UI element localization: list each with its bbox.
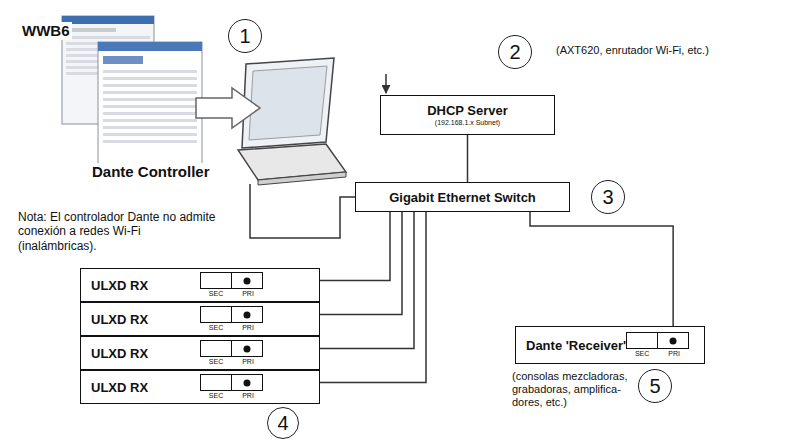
software-screenshot <box>98 42 202 170</box>
label-anchor: Nota: El controlador Dante no admite con… <box>18 210 218 253</box>
port-group: SECPRI <box>200 340 264 366</box>
callout-number: 4 <box>277 413 288 433</box>
port-label: SEC <box>200 358 232 366</box>
network-cable <box>320 212 414 349</box>
callout-circle: 3 <box>591 180 625 214</box>
network-port <box>231 306 263 323</box>
port-label: PRI <box>232 392 264 400</box>
annotation-text: (AXT620, enrutador Wi-Fi, etc.) <box>556 44 709 57</box>
software-name: Dante Controller <box>90 163 212 181</box>
dante-device-box: Dante 'Receiver'SECPRI <box>515 326 705 364</box>
network-port <box>200 374 232 391</box>
network-cable <box>530 212 673 326</box>
network-port <box>200 306 232 323</box>
port-label: SEC <box>200 290 232 298</box>
note-text: Nota: El controlador Dante no admite con… <box>18 210 218 253</box>
dhcp-server-box: DHCP Server(192.168.1.x Subnet) <box>380 95 555 135</box>
port-connector <box>670 337 677 344</box>
port-label: PRI <box>658 350 690 358</box>
network-cable <box>467 135 469 182</box>
label-anchor: Dante Controller <box>90 163 212 181</box>
laptop-icon <box>238 58 346 185</box>
uplink-arrow <box>385 74 387 93</box>
port-group: SECPRI <box>200 306 264 332</box>
network-cable <box>320 212 426 383</box>
network-cable <box>320 212 390 281</box>
network-port <box>657 332 689 349</box>
callout-number: 1 <box>239 26 250 46</box>
port-group: SECPRI <box>626 332 690 358</box>
callout-circle: 5 <box>638 369 672 403</box>
device-name: ULXD RX <box>91 346 148 361</box>
port-connector <box>244 345 251 352</box>
network-port <box>200 272 232 289</box>
network-port <box>200 340 232 357</box>
port-label: SEC <box>200 392 232 400</box>
receiver-unit-box: ULXD RX SECPRI <box>80 336 320 370</box>
port-label: SEC <box>626 350 658 358</box>
transfer-arrow <box>196 88 260 128</box>
label-anchor: (AXT620, enrutador Wi-Fi, etc.) <box>556 44 709 57</box>
box-subtitle: (192.168.1.x Subnet) <box>435 118 500 127</box>
callout-circle: 1 <box>228 19 262 53</box>
network-port <box>231 272 263 289</box>
software-name: WWB6 <box>20 22 72 40</box>
receiver-unit-box: ULXD RX SECPRI <box>80 370 320 404</box>
device-name: Dante 'Receiver' <box>526 338 626 353</box>
callout-number: 5 <box>649 376 660 396</box>
network-port <box>626 332 658 349</box>
device-name: ULXD RX <box>91 312 148 327</box>
port-connector <box>244 277 251 284</box>
port-group: SECPRI <box>200 374 264 400</box>
label-anchor: (consolas mezcladoras, grabadoras, ampli… <box>512 370 637 410</box>
network-port <box>231 340 263 357</box>
port-connector <box>244 379 251 386</box>
port-label: PRI <box>232 358 264 366</box>
ethernet-wire <box>250 184 355 238</box>
annotation-text: (consolas mezcladoras, grabadoras, ampli… <box>512 370 637 410</box>
port-label: PRI <box>232 324 264 332</box>
port-label: SEC <box>200 324 232 332</box>
device-name: ULXD RX <box>91 380 148 395</box>
callout-circle: 2 <box>498 35 532 69</box>
box-title: DHCP Server <box>427 103 508 118</box>
network-cable <box>320 212 402 315</box>
port-label: PRI <box>232 290 264 298</box>
device-name: ULXD RX <box>91 278 148 293</box>
box-title: Gigabit Ethernet Switch <box>389 190 536 205</box>
network-switch-box: Gigabit Ethernet Switch <box>355 182 570 212</box>
receiver-unit-box: ULXD RX SECPRI <box>80 302 320 336</box>
receiver-unit-box: ULXD RX SECPRI <box>80 268 320 302</box>
callout-circle: 4 <box>267 407 299 439</box>
callout-number: 3 <box>602 187 613 207</box>
label-anchor: WWB6 <box>20 22 72 40</box>
callout-number: 2 <box>509 42 520 62</box>
port-connector <box>244 311 251 318</box>
port-group: SECPRI <box>200 272 264 298</box>
network-port <box>231 374 263 391</box>
